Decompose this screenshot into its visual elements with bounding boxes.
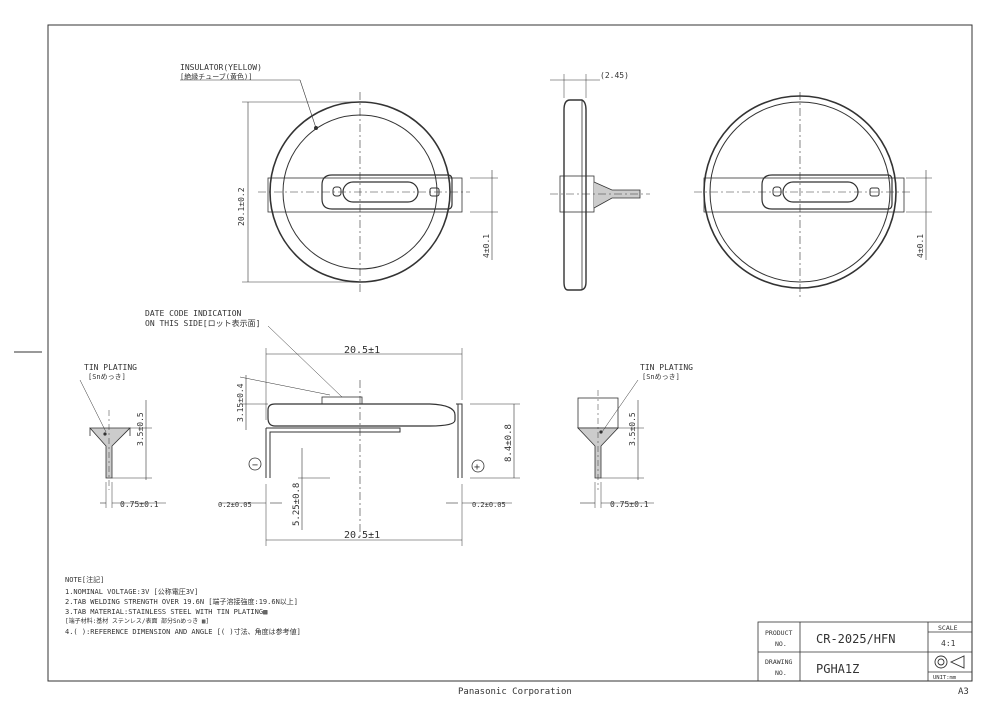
- front-view: [180, 79, 498, 295]
- tin-dot-left: [103, 432, 107, 436]
- width-bottom-dim: 20.5±1: [344, 530, 380, 541]
- tin-dot-right: [599, 430, 603, 434]
- note-line: 3.TAB MATERIAL:STAINLESS STEEL WITH TIN …: [65, 608, 267, 616]
- date-code-label-2: ON THIS SIDE[ロット表示面]: [145, 318, 260, 328]
- pin-width-dim-right: 0.75±0.1: [610, 500, 649, 509]
- scale-value: 4:1: [941, 639, 956, 648]
- width-top-dim: 20.5±1: [344, 345, 380, 356]
- tin-plating-label-left-jp: [Snめっき]: [88, 373, 126, 381]
- tab-thickness-dim-right: 0.2±0.05: [472, 501, 506, 509]
- diameter-dim: 20.1±0.2: [237, 187, 246, 226]
- projection-symbol-icon: [934, 655, 965, 669]
- pin-detail-left: [79, 379, 166, 508]
- title-block: [757, 621, 973, 682]
- plus-mark: +: [474, 462, 480, 473]
- product-label: PRODUCT: [765, 629, 792, 637]
- insulator-dot: [314, 126, 318, 130]
- scale-label: SCALE: [938, 624, 958, 632]
- assembly-view: [220, 325, 520, 546]
- drawing-label: DRAWING: [765, 658, 792, 666]
- tab-thickness-dim-left: 0.2±0.05: [218, 501, 252, 509]
- note-line: 2.TAB WELDING STRENGTH OVER 19.6N [端子溶接強…: [65, 597, 298, 606]
- pin-length-dim-right: 3.5±0.5: [628, 412, 637, 446]
- back-view: [694, 92, 932, 298]
- date-code-label: DATE CODE INDICATION: [145, 309, 242, 318]
- insulator-label: INSULATOR(YELLOW): [180, 63, 262, 72]
- tab-gap-dim-left: 4±0.1: [482, 234, 491, 258]
- drawing-label-no: NO.: [775, 669, 787, 677]
- drawing-frame: [47, 24, 973, 682]
- product-number: CR-2025/HFN: [816, 632, 895, 646]
- note-line: [端子材料:基材 ステンレス/表面 部分Snめっき ▩]: [65, 617, 209, 625]
- height-84-dim: 8.4±0.8: [504, 424, 514, 462]
- side-view: [550, 74, 650, 291]
- unit-label: UNIT:mm: [933, 675, 957, 681]
- tab-gap-dim-right: 4±0.1: [916, 234, 925, 258]
- pin-width-dim-left: 0.75±0.1: [120, 500, 159, 509]
- thickness-dim: (2.45): [600, 71, 629, 80]
- note-line: 4.( ):REFERENCE DIMENSION AND ANGLE [( )…: [65, 627, 301, 636]
- notes-title: NOTE[注記]: [65, 575, 104, 584]
- sheet-size: A3: [958, 687, 969, 697]
- note-line: 1.NOMINAL VOLTAGE:3V [公称電圧3V]: [65, 587, 198, 596]
- tin-plating-label-left: TIN PLATING: [84, 363, 137, 372]
- minus-mark: −: [252, 460, 258, 471]
- tin-plating-label-right: TIN PLATING: [640, 363, 693, 372]
- step-dim: 3.15±0.4: [236, 383, 245, 422]
- drawing-number: PGHA1Z: [816, 662, 859, 676]
- company-name: Panasonic Corporation: [458, 687, 572, 697]
- insulator-label-jp: [絶縁チューブ(黄色)]: [180, 72, 252, 81]
- pin-length-dim-left: 3.5±0.5: [136, 412, 145, 446]
- product-label-no: NO.: [775, 640, 787, 648]
- height-525-dim: 5.25±0.8: [292, 483, 302, 526]
- tin-plating-label-right-jp: [Snめっき]: [642, 373, 680, 381]
- pin-detail-right: [577, 379, 654, 508]
